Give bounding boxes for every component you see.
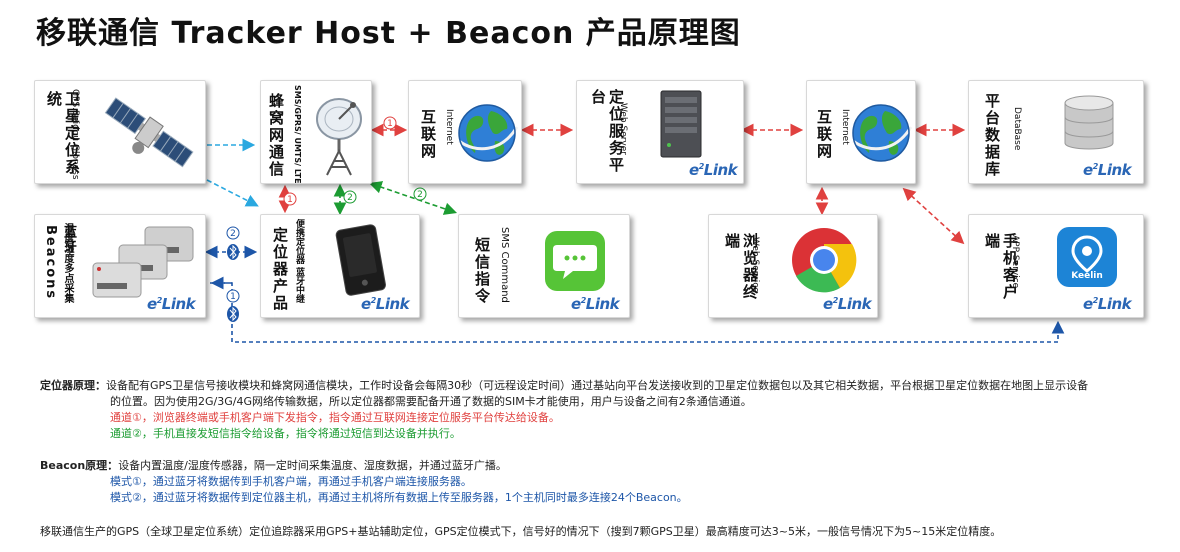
elink-logo: e2Link [147,295,196,313]
node-sms: 短信指令 SMS Command e2Link [458,214,630,318]
elink-logo: e2Link [571,295,620,313]
arrow-internet-app [902,187,965,245]
mode-1-note: 模式①，通过蓝牙将数据传到手机客户端，再通过手机客户端连接服务器。 [110,475,472,488]
globe-icon [458,104,519,162]
elink-logo: e2Link [1083,161,1132,179]
server-label: 定位服务平台 [589,89,625,174]
satellite-label: 卫星定位系统 [45,91,81,176]
elink-logo: e2Link [689,161,738,179]
database-sublabel: DataBase [1012,107,1022,151]
browser-icon [792,228,857,293]
browser-sublabel: Web Service [750,237,760,293]
marker-2-tracker: 2 [347,193,353,203]
tracker-principle-line1: 设备配有GPS卫星信号接收模块和蜂窝网通信模块，工作时设备会每隔30秒（可远程设… [106,379,1089,392]
node-server: 定位服务平台 Web Server e2Link [576,80,744,184]
tracker-principle: 定位器原理：设备配有GPS卫星信号接收模块和蜂窝网通信模块，工作时设备会每隔30… [40,378,1088,393]
bluetooth-icon [227,306,239,322]
globe-icon [852,104,913,162]
channel-1-note: 通道①，浏览器终端或手机客户端下发指令，指令通过互联网连接定位服务平台传达给设备… [110,411,560,424]
satellite-dish-icon [316,98,362,176]
bluetooth-icon [227,244,239,260]
elink-logo: e2Link [823,295,872,313]
marker-1-beacon: 1 [230,292,236,302]
sms-sublabel: SMS Command [499,227,510,303]
message-icon [545,231,605,291]
node-browser: 浏览器终端 Web Service e2Link [708,214,878,318]
beacon-principle: Beacon原理：设备内置温度/湿度传感器，隔一定时间采集温度、湿度数据，并通过… [40,458,507,473]
app-label: 手机客户端 [983,233,1019,301]
beacon-tags-icon [92,226,194,298]
node-tracker: 定位器产品 便携定位器 蓝牙中继 e2Link [260,214,420,318]
keelin-app-label: Keelin [1071,271,1103,281]
cellular-sublabel: SMS/GPRS/ UMTS/ LTE [293,85,302,184]
marker-2-sms: 2 [417,190,423,200]
server-sublabel: Web Server [618,103,628,155]
beacon-principle-label: Beacon原理： [40,459,119,472]
node-cellular: 蜂窝网通信 SMS/GPRS/ UMTS/ LTE [260,80,372,184]
tracker-label: 定位器产品 [271,227,289,312]
marker-1-internet: 1 [387,119,393,129]
node-beacons: 蓝牙Beacons 温度湿度多点采集 e2Link [34,214,206,318]
page-title: 移联通信 Tracker Host + Beacon 产品原理图 [36,16,741,51]
marker-1-tracker: 1 [287,195,293,205]
node-database: 平台数据库 DataBase e2Link [968,80,1144,184]
cellular-label: 蜂窝网通信 [267,93,285,178]
sms-label: 短信指令 [473,237,491,305]
tracker-sublabel: 便携定位器 蓝牙中继 [294,219,304,304]
tracker-device-icon [335,224,386,296]
elink-logo: e2Link [361,295,410,313]
elink-logo: e2Link [1083,295,1132,313]
browser-label: 浏览器终端 [723,233,759,301]
keelin-app-icon: Keelin [1057,227,1117,287]
server-icon [660,90,702,158]
database-icon [1064,95,1114,150]
app-sublabel: APP Service [1010,235,1020,289]
satellite-sublabel: GPS.Beidou.Glonass [70,89,80,180]
marker-2-beacon: 2 [230,229,236,239]
internet-2-label: 互联网 [815,109,833,160]
mode-2-note: 模式②，通过蓝牙将数据传到定位器主机，再通过主机将所有数据上传至服务器，1个主机… [110,491,688,504]
node-internet-2: 互联网 Internet [806,80,916,184]
tracker-principle-line2: 的位置。因为使用2G/3G/4G网络传输数据，所以定位器都需要配备开通了数据的S… [110,395,752,408]
node-app: 手机客户端 APP Service Keelin e2Link [968,214,1144,318]
database-label: 平台数据库 [983,93,1001,178]
footer-note: 移联通信生产的GPS（全球卫星定位系统）定位追踪器采用GPS+基站辅助定位，GP… [40,525,1002,538]
internet-2-sublabel: Internet [840,109,850,145]
beacons-label: 蓝牙Beacons [43,225,76,301]
beacons-sublabel: 温度湿度多点采集 [62,223,73,303]
arrow-sat-tracker [206,179,259,207]
satellite-icon [104,97,194,168]
node-internet-1: 互联网 Internet [408,80,522,184]
arrow-cell-sms [368,181,458,215]
tracker-principle-label: 定位器原理： [40,379,106,392]
channel-2-note: 通道②，手机直接发短信指令给设备，指令将通过短信到达设备并执行。 [110,427,461,440]
beacon-principle-line1: 设备内置温度/湿度传感器，隔一定时间采集温度、湿度数据，并通过蓝牙广播。 [118,459,507,472]
node-satellite: 卫星定位系统 GPS.Beidou.Glonass [34,80,206,184]
internet-1-sublabel: Internet [444,109,454,145]
internet-1-label: 互联网 [419,109,437,160]
